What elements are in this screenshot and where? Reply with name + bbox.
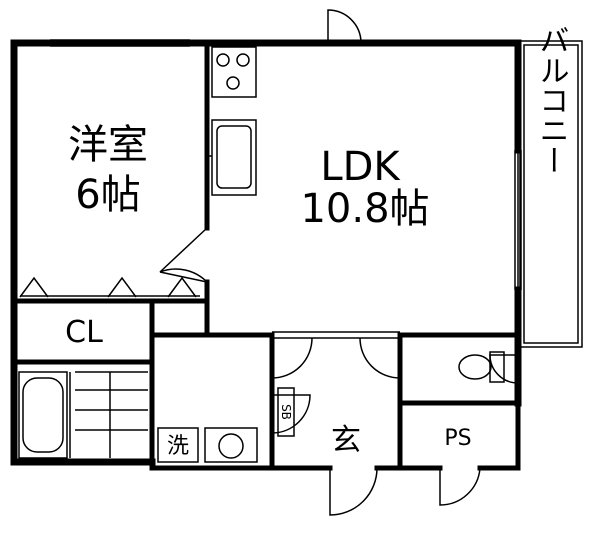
shoe-box-name: SB (279, 404, 293, 420)
bathtub-icon (18, 371, 71, 459)
entrance-name: 玄 (331, 423, 361, 458)
closet-markers (19, 276, 200, 298)
washing-machine-icon (157, 427, 199, 463)
pipe-space-name: PS (444, 426, 471, 451)
door-swings (159, 9, 519, 516)
walls (10, 39, 522, 471)
western-room-size: 6帖 (75, 172, 140, 218)
windows (50, 39, 522, 339)
shoe-box-icon (277, 387, 295, 437)
balcony-outline (519, 40, 583, 348)
kitchen-sink-icon (206, 119, 257, 196)
toilet-icon (458, 351, 505, 383)
ldk-size: 10.8帖 (300, 186, 429, 232)
closet-name: CL (65, 315, 103, 350)
stove-icon (211, 46, 257, 98)
balcony-name: バルコニー (534, 25, 569, 175)
western-room-name: 洋室 (68, 122, 148, 168)
ldk-name: LDK (320, 144, 401, 190)
washbasin-icon (204, 427, 258, 463)
bath-floor (75, 371, 148, 458)
laundry-name: 洗 (167, 434, 189, 459)
